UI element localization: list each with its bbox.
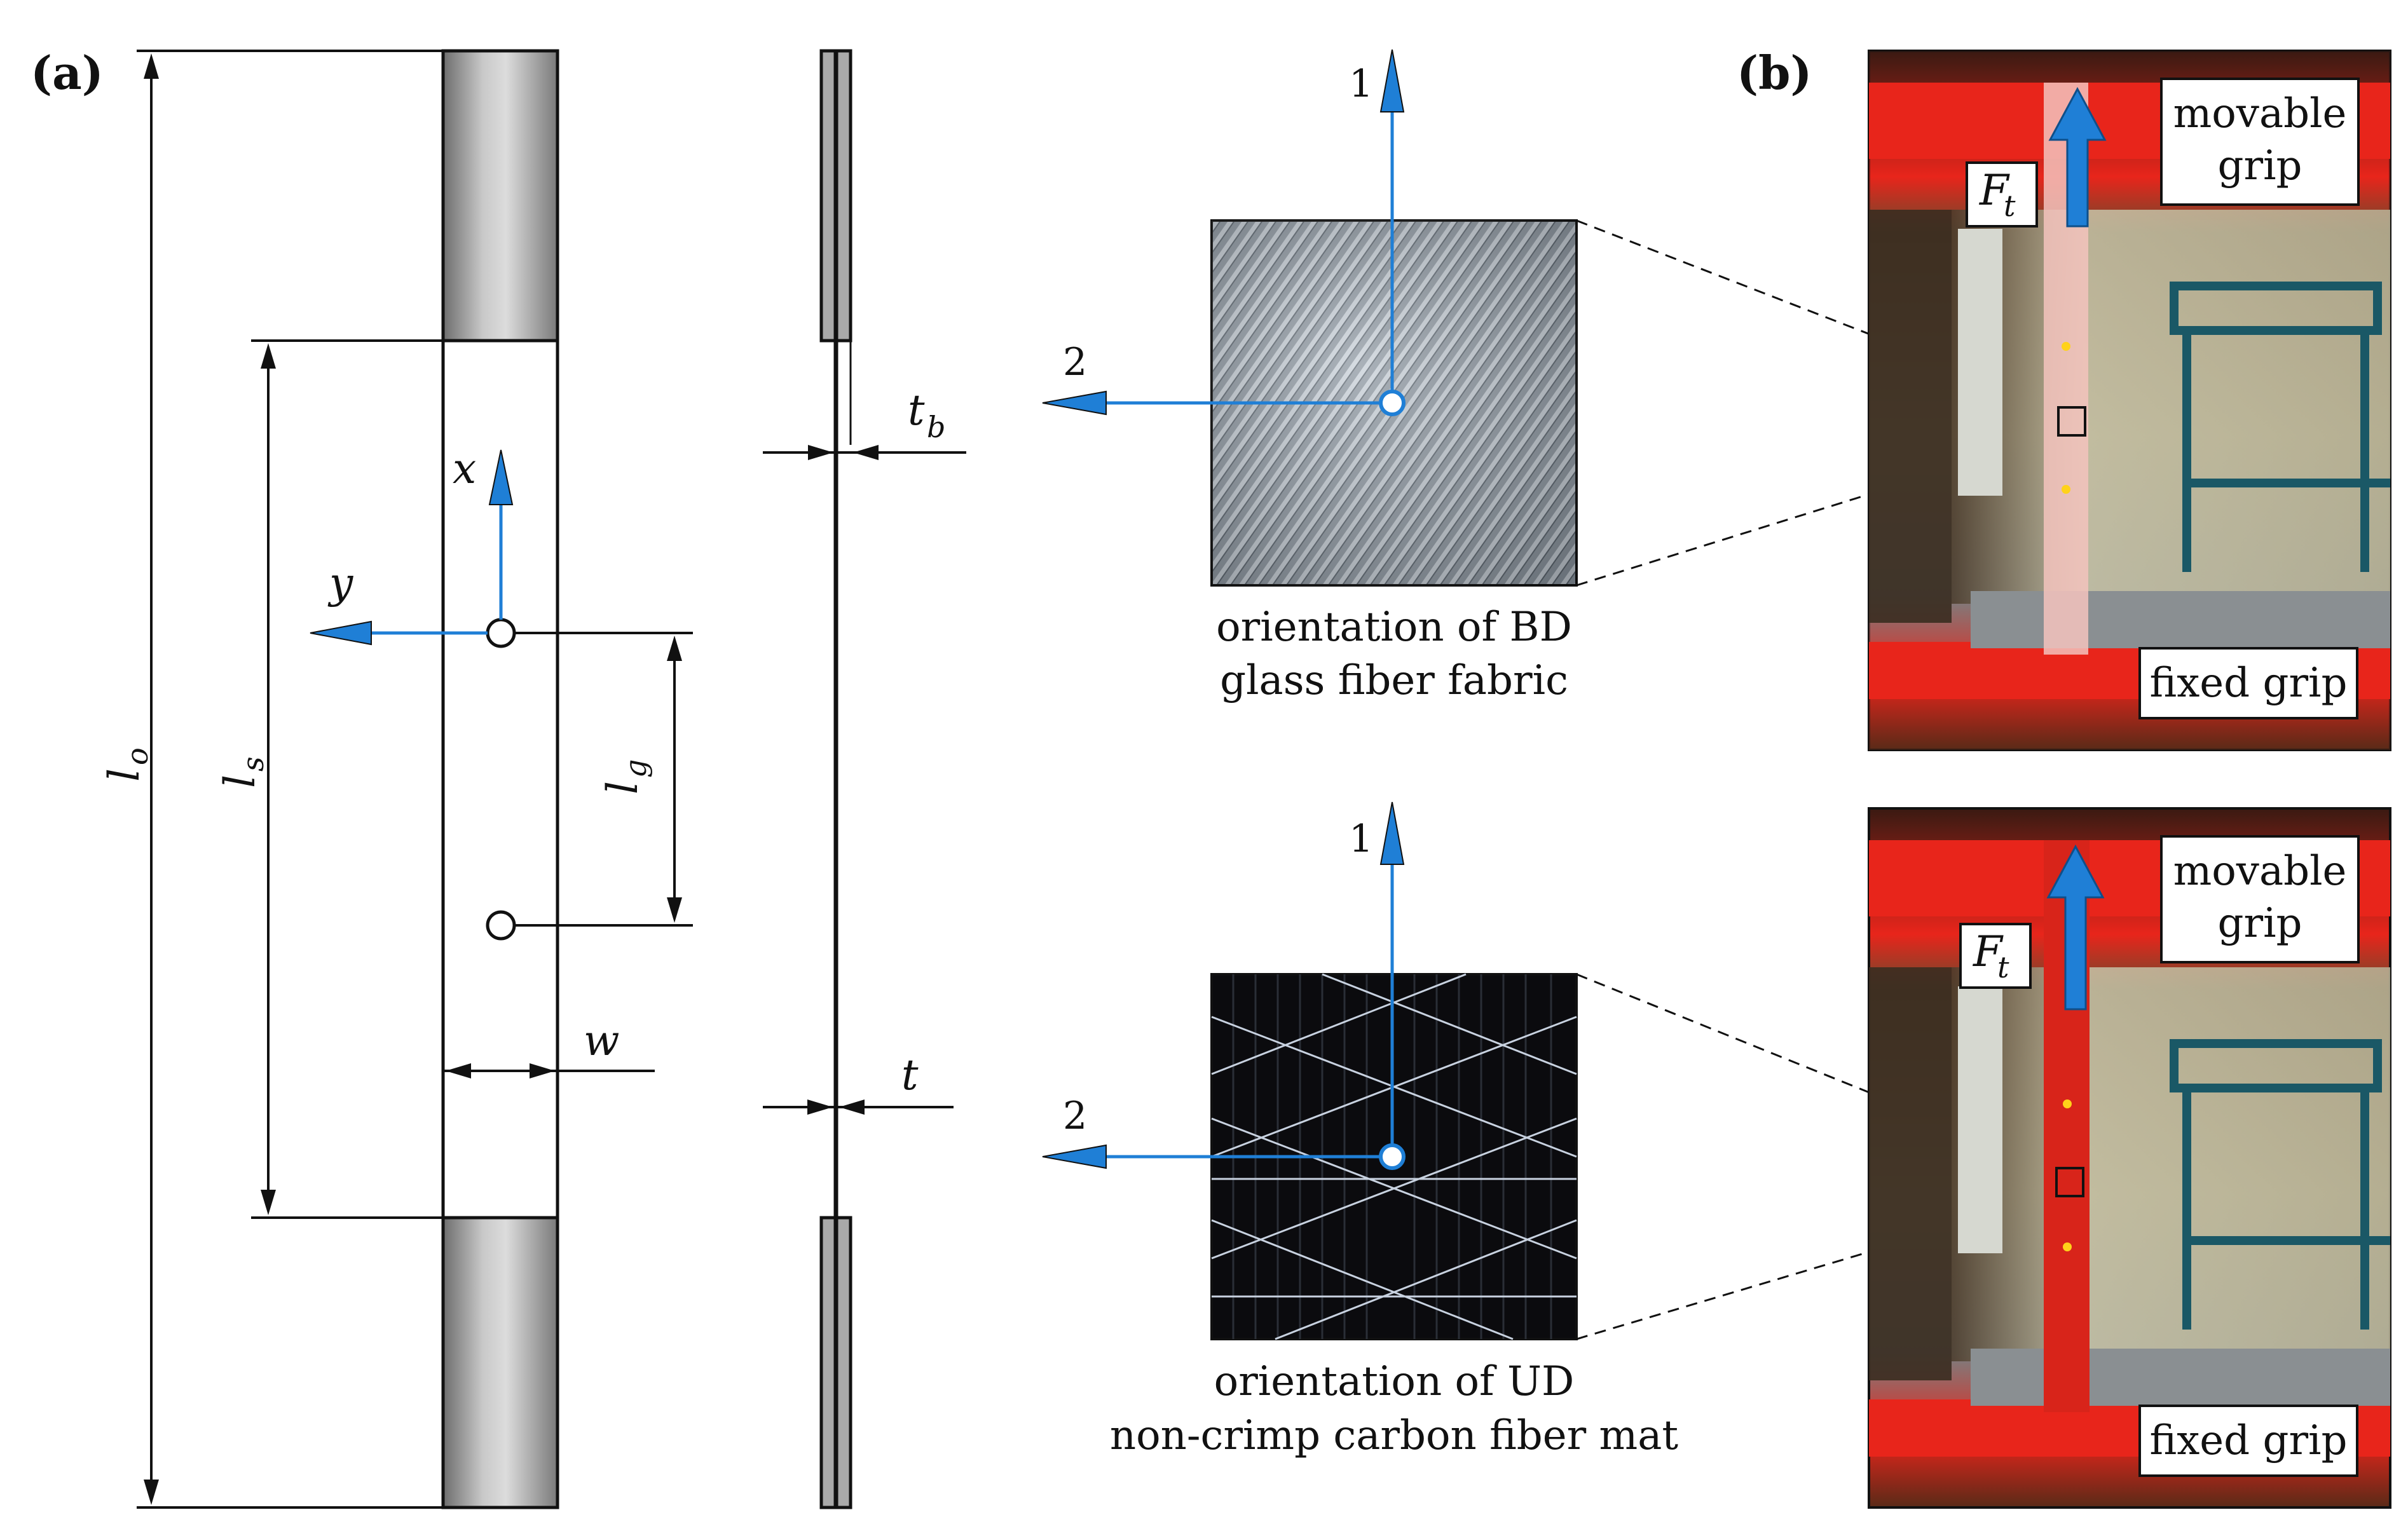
glass-movable-grip-label-line1: movable xyxy=(2173,90,2347,137)
w-symbol: w xyxy=(584,1016,620,1065)
bd-caption-line1: orientation of BD xyxy=(1216,604,1572,651)
specimen-free-length-dimension: l s xyxy=(215,339,443,1219)
y-axis-label: y xyxy=(327,559,353,608)
ls-subscript: s xyxy=(236,756,270,772)
carbon-fixed-grip-label: fixed grip xyxy=(2150,1417,2348,1464)
bd-axis-1-arrow-icon xyxy=(1379,49,1405,112)
ud-carbon-mat-group: 1 2 orientation of UD non-crimp carbon f… xyxy=(1042,801,1678,1459)
specimen-coordinate-system: x y xyxy=(310,444,514,646)
upper-tab xyxy=(441,49,559,343)
fixture-frame xyxy=(2170,282,2390,572)
panel-label-b: (b) xyxy=(1737,46,1812,100)
ud-caption-line1: orientation of UD xyxy=(1214,1358,1575,1405)
ud-axis-1-label: 1 xyxy=(1349,817,1373,861)
ud-axis-1-arrow-icon xyxy=(1379,801,1405,865)
tb-symbol: t xyxy=(908,386,925,435)
t-symbol: t xyxy=(901,1051,919,1099)
carbon-force-label: F xyxy=(1973,927,2004,976)
carbon-movable-grip-label-line2: grip xyxy=(2218,900,2302,947)
lower-tab xyxy=(441,1216,559,1509)
glass-force-label: F xyxy=(1979,166,2010,215)
tab-thickness-dimension: t b xyxy=(763,386,966,460)
carbon-force-subscript: t xyxy=(1997,950,2009,984)
lg-subscript: g xyxy=(619,759,653,778)
specimen-side-view xyxy=(819,49,852,1509)
panel-label-a: (a) xyxy=(31,46,104,100)
thickness-dimension: t xyxy=(763,1051,954,1115)
ud-axis-2-label: 2 xyxy=(1063,1094,1087,1138)
x-axis-arrow-icon xyxy=(488,449,514,505)
bd-caption-line2: glass fiber fabric xyxy=(1220,657,1568,704)
glass-force-arrow-icon xyxy=(2048,86,2107,228)
test-photo-carbon: F t movable grip fixed grip xyxy=(1868,807,2391,1509)
glass-zoom-marker xyxy=(2057,406,2086,437)
tb-subscript: b xyxy=(927,410,945,444)
gauge-point-upper xyxy=(486,618,516,648)
ud-origin-point xyxy=(1379,1143,1406,1170)
ud-stitching-threads xyxy=(1211,973,1577,1340)
carbon-movable-grip-label-line1: movable xyxy=(2173,848,2347,895)
carbon-zoom-marker xyxy=(2055,1167,2084,1197)
glass-movable-grip-label-line2: grip xyxy=(2218,142,2302,189)
carbon-force-arrow-icon xyxy=(2046,844,2105,1010)
lo-symbol: l xyxy=(100,768,149,782)
glass-force-subscript: t xyxy=(2004,189,2016,223)
y-axis-arrow-icon xyxy=(310,620,372,646)
width-dimension: w xyxy=(443,1016,655,1079)
specimen-top-view xyxy=(441,49,559,1509)
bd-origin-point xyxy=(1379,390,1406,416)
bd-axis-1-label: 1 xyxy=(1349,62,1373,106)
lo-subscript: o xyxy=(120,747,154,765)
bd-axis-2-label: 2 xyxy=(1063,340,1087,384)
bd-glass-fabric-group: 1 2 orientation of BD glass fiber fabric xyxy=(1042,49,1578,704)
x-axis-label: x xyxy=(453,444,476,493)
ls-symbol: l xyxy=(215,775,264,788)
ud-axis-2-arrow-icon xyxy=(1042,1144,1107,1169)
bd-axis-2-arrow-icon xyxy=(1042,390,1107,416)
fixture-frame-2 xyxy=(2170,1039,2390,1330)
gauge-length-dimension: l g xyxy=(486,618,693,941)
glass-fixed-grip-label: fixed grip xyxy=(2150,660,2348,707)
ud-caption-line2: non-crimp carbon fiber mat xyxy=(1110,1412,1678,1459)
gauge-point-lower xyxy=(486,910,516,941)
test-photo-glass: F t movable grip fixed grip xyxy=(1868,50,2391,751)
lg-symbol: l xyxy=(598,781,647,794)
overall-length-dimension: l o xyxy=(100,50,443,1509)
